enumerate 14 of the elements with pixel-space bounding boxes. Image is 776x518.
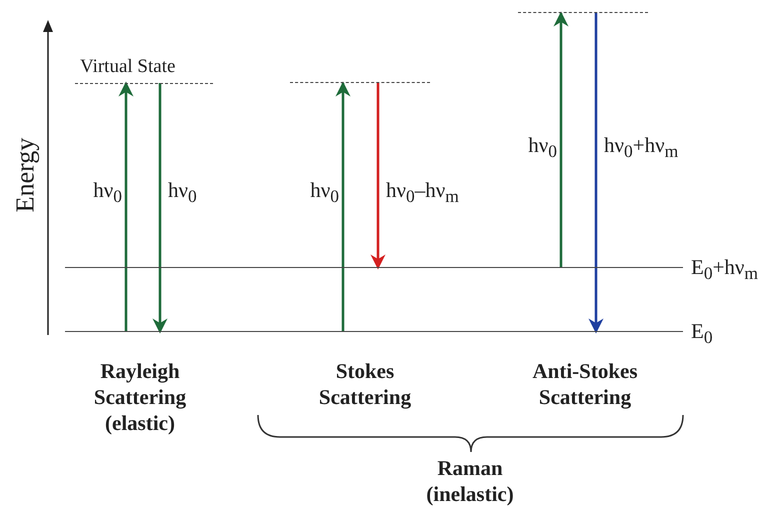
arrow — [554, 12, 568, 268]
arrow — [118, 82, 134, 332]
arrow — [588, 13, 604, 334]
axis-label: Energy — [10, 138, 40, 212]
group-caption: Stokes Scattering — [318, 358, 412, 410]
group-caption: Rayleigh Scattering (elastic) — [92, 358, 188, 436]
group-caption: Anti-Stokes Scattering — [531, 358, 638, 410]
arrow — [336, 82, 350, 332]
level-label: Virtual State — [80, 55, 176, 79]
level-label: E$_{0}$ — [691, 319, 713, 350]
arrow — [370, 83, 386, 270]
level-label: E$_{0}$+hν$_{m}$ — [691, 255, 758, 286]
group-caption: Raman (inelastic) — [425, 455, 515, 507]
arrow — [152, 83, 168, 334]
